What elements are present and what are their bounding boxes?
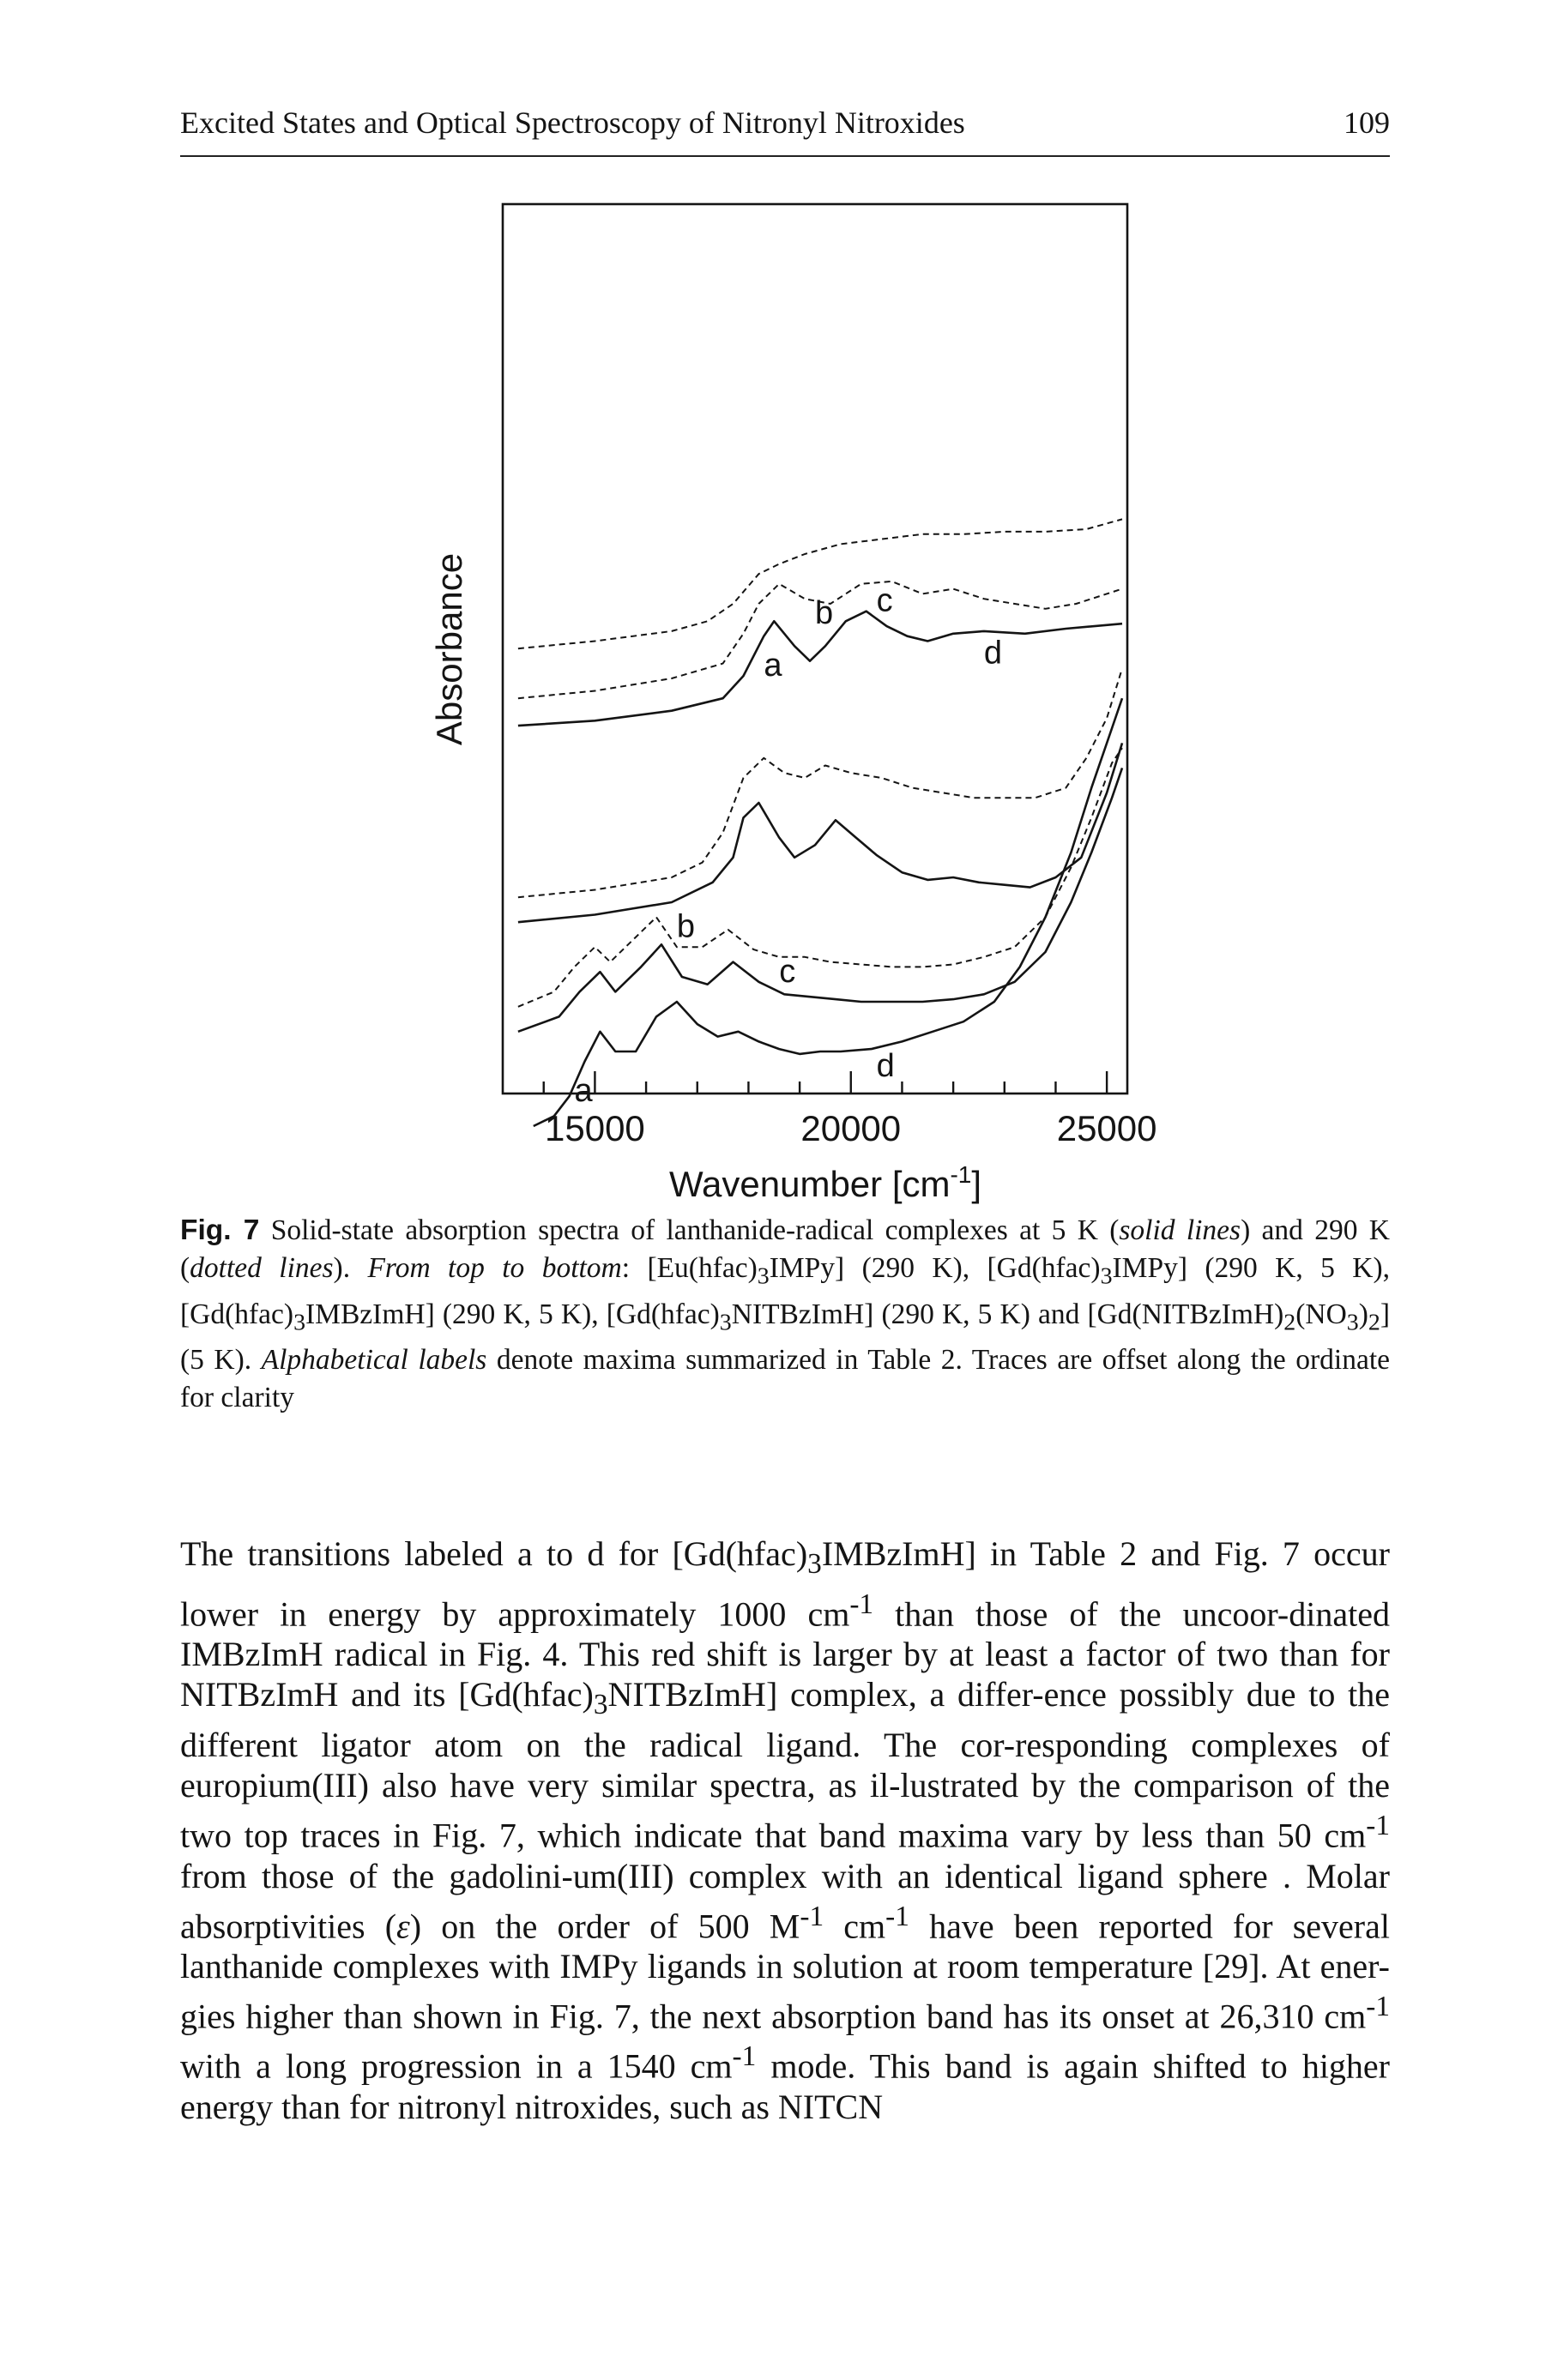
running-header: Excited States and Optical Spectroscopy … — [180, 105, 1390, 158]
caption-emphasis: Alphabetical labels — [261, 1344, 487, 1377]
caption-emphasis: dotted lines — [190, 1252, 334, 1284]
peak-label-upper-d: d — [984, 636, 1002, 672]
caption-text: ) — [1358, 1298, 1368, 1330]
body-text-run: have been reported for several lanthanid… — [180, 1906, 1390, 2036]
spectrum-trace-3-solid — [517, 610, 1123, 727]
peak-label-lower-a: a — [575, 1073, 594, 1109]
body-superscript: -1 — [885, 1900, 909, 1932]
caption-emphasis: solid lines — [1119, 1214, 1241, 1246]
x-axis-label-close: ] — [971, 1164, 981, 1204]
body-text-run: than those of the uncoor-dinated IMBzImH… — [180, 1594, 1390, 1714]
page-number: 109 — [1344, 105, 1390, 140]
caption-subscript: 3 — [293, 1309, 306, 1336]
caption-text: IMPy] (290 K, 5 K), [Gd(hfac) — [180, 1252, 1390, 1330]
body-paragraph: The transitions labeled a to d for [Gd(h… — [180, 1533, 1390, 2127]
body-text-run: with a long progression in a 1540 cm — [180, 2046, 733, 2086]
plot-frame — [501, 202, 1129, 1095]
body-text-run: NITBzImH] complex, a differ-ence possibl… — [180, 1675, 1390, 1855]
x-axis-label-sup: -1 — [950, 1161, 971, 1188]
caption-label: Fig. 7 — [180, 1214, 260, 1246]
paragraph-text: The transitions labeled a to d for [Gd(h… — [180, 1533, 1390, 2127]
caption-text: Solid-state absorption spectra of lantha… — [259, 1214, 1120, 1246]
spectrum-trace-6-dotted — [517, 747, 1123, 1008]
caption-emphasis: From top to bottom — [367, 1252, 622, 1284]
body-text-run: ) on the order of 500 M — [409, 1906, 800, 1945]
body-superscript: -1 — [732, 2040, 757, 2073]
caption-text: IMPy] (290 K), [Gd(hfac) — [769, 1252, 1101, 1284]
body-superscript: -1 — [800, 1900, 824, 1932]
body-superscript: -1 — [849, 1588, 874, 1620]
running-title: Excited States and Optical Spectroscopy … — [180, 105, 965, 140]
epsilon-symbol: ε — [396, 1906, 410, 1945]
peak-label-lower-d: d — [877, 1048, 895, 1084]
caption-text: IMBzImH] (290 K, 5 K), [Gd(hfac) — [305, 1298, 720, 1330]
x-axis-label: Wavenumber [cm-1] — [669, 1161, 981, 1204]
tick-layer: 15000 20000 25000 — [542, 1071, 1157, 1148]
caption-text: : [Eu(hfac) — [621, 1252, 758, 1284]
spectrum-trace-1-dotted — [517, 518, 1123, 650]
spectrum-trace-7-solid — [517, 767, 1124, 1033]
body-text-run: The transitions labeled a to d for [Gd(h… — [180, 1534, 808, 1573]
figure-caption: Fig. 7 Solid-state absorption spectra of… — [180, 1212, 1390, 1417]
caption-text: ). — [333, 1252, 368, 1284]
body-text-run: mode. This band is again shifted to high… — [180, 2046, 1391, 2126]
peak-label-upper-b: b — [815, 595, 833, 631]
caption-subscript: 3 — [1346, 1309, 1359, 1336]
body-text-run: cm — [824, 1906, 886, 1945]
body-subscript: 3 — [807, 1548, 822, 1580]
spectrum-trace-2-dotted — [517, 580, 1123, 700]
peak-label-upper-c: c — [877, 583, 893, 619]
body-superscript: -1 — [1366, 1990, 1390, 2022]
spectrum-trace-4-dotted — [517, 668, 1123, 899]
caption-text: ) and 290 K ( — [180, 1214, 1390, 1284]
x-tick-label: 25000 — [1057, 1108, 1157, 1148]
x-axis-label-main: Wavenumber [cm — [669, 1164, 951, 1204]
x-tick-label: 20000 — [800, 1108, 901, 1148]
caption-subscript: 2 — [1283, 1309, 1296, 1336]
caption-text: NITBzImH] (290 K, 5 K) and [Gd(NITBzImH) — [731, 1298, 1284, 1330]
body-superscript: -1 — [1366, 1810, 1390, 1842]
caption-subscript: 3 — [719, 1309, 732, 1336]
spectrum-trace-5-solid — [517, 743, 1124, 924]
caption-subscript: 2 — [1368, 1309, 1380, 1336]
x-tick-label: 15000 — [545, 1108, 645, 1148]
caption-subscript: 3 — [757, 1262, 770, 1290]
peak-label-lower-b: b — [677, 909, 695, 945]
peak-label-upper-a: a — [764, 648, 782, 684]
y-axis-label: Absorbance — [429, 553, 469, 745]
body-subscript: 3 — [593, 1689, 608, 1721]
body-text-run: IMBzImH] in Table 2 and Fig. 7 occur low… — [180, 1534, 1390, 1634]
peak-label-lower-c: c — [779, 954, 795, 990]
body-text-run: from those of the gadolini-um(III) compl… — [180, 1856, 1390, 1945]
caption-text: ] (5 K). — [180, 1298, 1391, 1377]
header-rule — [180, 155, 1390, 157]
caption-text: denote maxima summarized in Table 2. Tra… — [180, 1344, 1390, 1414]
series-layer — [517, 518, 1124, 1128]
spectrum-trace-8-solid — [533, 697, 1124, 1128]
caption-text: (NO — [1295, 1298, 1347, 1330]
caption-subscript: 3 — [1100, 1262, 1113, 1290]
